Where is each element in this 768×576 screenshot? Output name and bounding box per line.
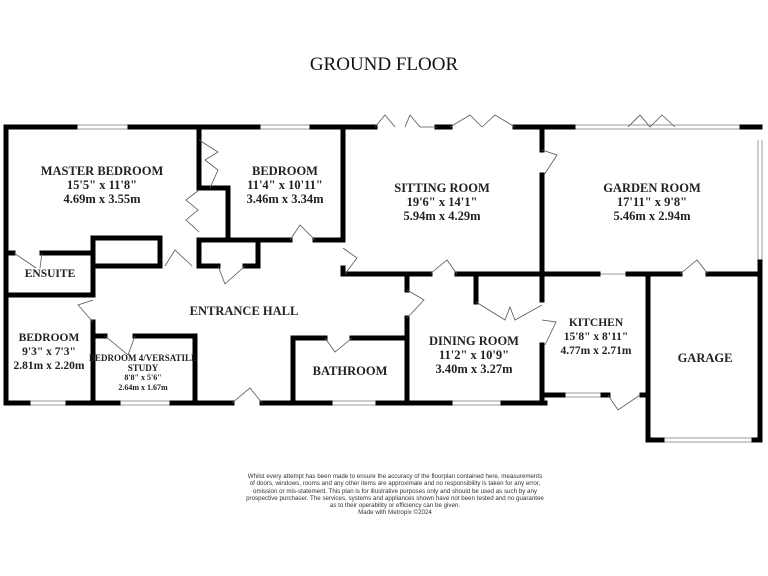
- room-entrance-hall: ENTRANCE HALL: [190, 304, 299, 318]
- room-bedroom: BEDROOM 11'4" x 10'11" 3.46m x 3.34m: [246, 164, 323, 206]
- disclaimer: Whilst every attempt has been made to en…: [230, 473, 560, 517]
- room-name: SITTING ROOM: [394, 181, 490, 195]
- room-study: BEDROOM 4/VERSATILE STUDY 8'8" x 5'6" 2.…: [89, 353, 197, 393]
- disclaimer-line: omission or mis-statement. This plan is …: [253, 487, 537, 495]
- room-master-bedroom: MASTER BEDROOM 15'5" x 11'8" 4.69m x 3.5…: [41, 164, 164, 206]
- room-kitchen: KITCHEN 15'8" x 8'11" 4.77m x 2.71m: [561, 316, 632, 358]
- room-dim-metric: 3.46m x 3.34m: [246, 192, 324, 206]
- room-ensuite: ENSUITE: [25, 267, 76, 281]
- room-dim-metric: 5.46m x 2.94m: [613, 209, 691, 223]
- room-name: ENSUITE: [24, 268, 76, 280]
- walls: [3, 124, 763, 443]
- room-dim-imperial: 9'3" x 7'3": [22, 346, 76, 358]
- disclaimer-line: as to their operability or efficiency ca…: [329, 502, 461, 510]
- credit-line: Made with Metropix ©2024: [358, 509, 432, 517]
- room-bathroom: BATHROOM: [313, 364, 388, 378]
- room-dim-imperial: 8'8" x 5'6": [124, 373, 162, 382]
- room-dim-metric: 5.94m x 4.29m: [403, 209, 481, 223]
- room-garage: GARAGE: [678, 351, 733, 365]
- disclaimer-line: prospective purchaser. The services, sys…: [246, 494, 544, 502]
- room-name: BATHROOM: [312, 364, 388, 378]
- room-dim-imperial: 11'2" x 10'9": [438, 348, 510, 362]
- room-name: BEDROOM: [18, 332, 80, 344]
- room-dim-imperial: 17'11" x 9'8": [616, 195, 688, 209]
- room-name: DINING ROOM: [429, 334, 519, 348]
- windows: [28, 124, 763, 443]
- room-name: BEDROOM: [252, 164, 318, 178]
- room-dim-metric: 2.81m x 2.20m: [13, 360, 85, 372]
- room-name: BEDROOM 4/VERSATILE: [88, 353, 198, 363]
- room-name: MASTER BEDROOM: [40, 164, 164, 178]
- room-dim-metric: 4.77m x 2.71m: [560, 345, 632, 357]
- room-name: ENTRANCE HALL: [189, 304, 299, 318]
- room-name-line2: STUDY: [127, 363, 159, 373]
- room-dim-imperial: 11'4" x 10'11": [247, 178, 323, 192]
- room-dim-imperial: 19'6" x 14'1": [406, 195, 478, 209]
- doors: [13, 114, 709, 411]
- room-dim-imperial: 15'5" x 11'8": [66, 178, 138, 192]
- room-dim-metric: 2.64m x 1.67m: [118, 383, 168, 392]
- room-bedroom-3: BEDROOM 9'3" x 7'3" 2.81m x 2.20m: [14, 331, 85, 373]
- room-sitting-room: SITTING ROOM 19'6" x 14'1" 5.94m x 4.29m: [394, 181, 490, 223]
- room-dining-room: DINING ROOM 11'2" x 10'9" 3.40m x 3.27m: [429, 334, 519, 376]
- room-dim-imperial: 15'8" x 8'11": [563, 331, 629, 343]
- room-dim-metric: 4.69m x 3.55m: [63, 192, 141, 206]
- room-name: KITCHEN: [568, 317, 624, 329]
- floor-title: GROUND FLOOR: [309, 54, 459, 75]
- room-name: GARDEN ROOM: [603, 181, 701, 195]
- disclaimer-line: of doors, windows, rooms and any other i…: [249, 480, 541, 488]
- disclaimer-line: Whilst every attempt has been made to en…: [247, 473, 543, 480]
- room-name: GARAGE: [677, 351, 733, 365]
- room-dim-metric: 3.40m x 3.27m: [435, 362, 513, 376]
- room-garden-room: GARDEN ROOM 17'11" x 9'8" 5.46m x 2.94m: [603, 181, 701, 223]
